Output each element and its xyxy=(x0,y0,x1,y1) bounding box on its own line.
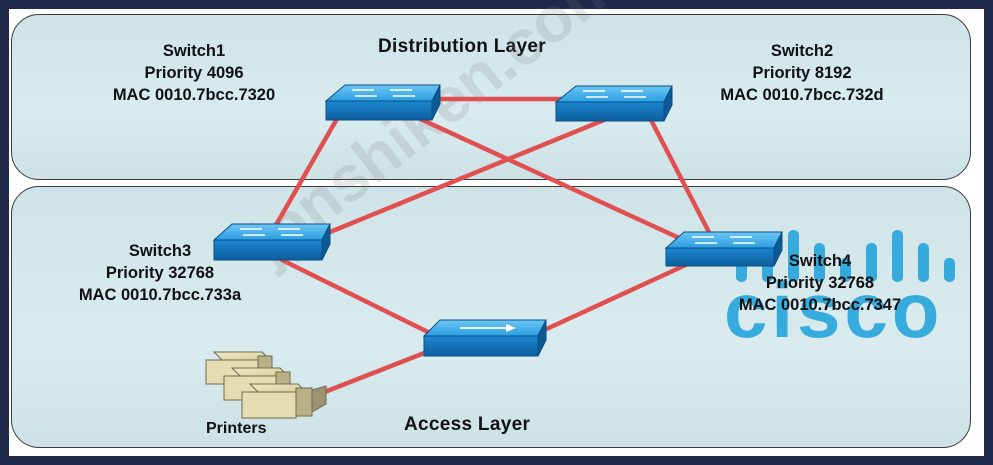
link-switch2-switch3 xyxy=(327,117,607,235)
switch4-priority: Priority 32768 xyxy=(765,274,875,292)
switch1-mac: MAC 0010.7bcc.7320 xyxy=(112,86,276,104)
switch4-label: Switch4 Priority 32768 MAC 0010.7bcc.734… xyxy=(700,250,940,316)
switch3-label: Switch3 Priority 32768 MAC 0010.7bcc.733… xyxy=(40,240,280,306)
switch2-icon xyxy=(554,85,673,122)
link-printers-access xyxy=(319,347,435,396)
link-switch2-switch4 xyxy=(647,115,715,241)
switch3-name: Switch3 xyxy=(128,242,192,260)
cisco-logo-text: cisco xyxy=(724,266,944,354)
access-layer-title: Access Layer xyxy=(404,414,531,435)
switch4-icon xyxy=(664,231,783,267)
cisco-bars-icon xyxy=(736,230,955,282)
switch2-mac: MAC 0010.7bcc.732d xyxy=(720,86,884,104)
switch4-name: Switch4 xyxy=(788,252,852,270)
switch1-name: Switch1 xyxy=(162,42,226,60)
switch2-label: Switch2 Priority 8192 MAC 0010.7bcc.732d xyxy=(682,40,922,106)
link-switch1-switch3 xyxy=(269,114,341,235)
switch1-priority: Priority 4096 xyxy=(144,64,244,82)
access-switch-icon xyxy=(422,319,547,357)
printers-icon xyxy=(205,351,327,419)
printers-label: Printers xyxy=(206,420,267,437)
link-switch1-switch4 xyxy=(413,114,693,246)
distribution-layer-title: Distribution Layer xyxy=(378,36,546,57)
switch2-name: Switch2 xyxy=(770,42,834,60)
switch3-icon xyxy=(212,223,331,261)
switch3-mac: MAC 0010.7bcc.733a xyxy=(78,286,242,304)
printer-front-icon xyxy=(241,383,327,419)
switch3-priority: Priority 32768 xyxy=(105,264,215,282)
switch1-icon xyxy=(324,84,441,121)
link-switch3-access xyxy=(279,257,437,338)
switch1-label: Switch1 Priority 4096 MAC 0010.7bcc.7320 xyxy=(74,40,314,106)
switch2-priority: Priority 8192 xyxy=(752,64,852,82)
switch4-mac: MAC 0010.7bcc.7347 xyxy=(738,296,902,314)
access-layer-zone xyxy=(11,186,971,448)
link-switch4-access xyxy=(537,260,693,335)
